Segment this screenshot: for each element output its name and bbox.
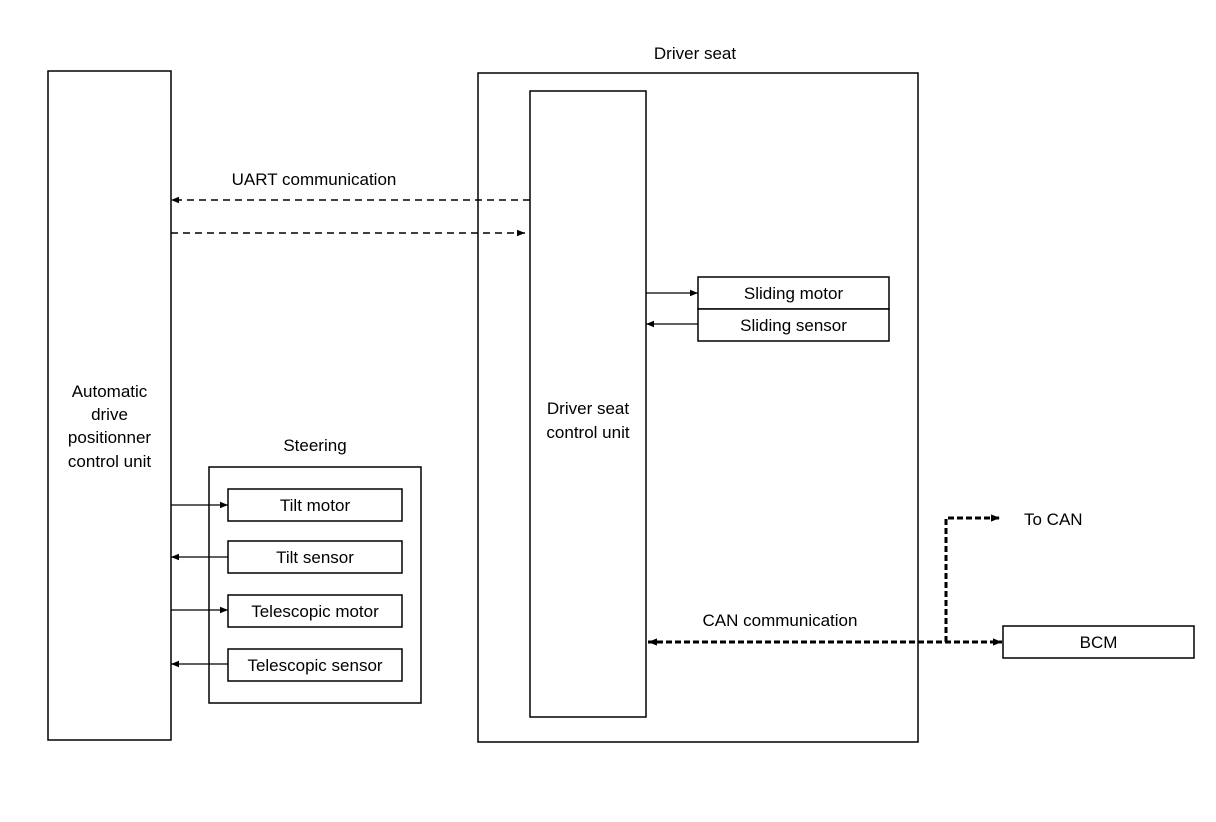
adp-control-unit-block: Automatic drive positionner control unit <box>47 70 172 741</box>
steering-title: Steering <box>283 436 346 455</box>
can-link: CAN communication To CAN <box>648 510 1083 646</box>
driver-seat-control-unit-label-2: control unit <box>546 423 629 442</box>
bcm-box <box>1002 625 1195 659</box>
sliding-motor-label: Sliding motor <box>744 284 844 303</box>
adp-control-unit-box <box>47 70 172 741</box>
adp-control-unit-label-4: control unit <box>68 452 151 471</box>
steering-connections <box>171 501 228 668</box>
to-can-label: To CAN <box>1024 510 1083 529</box>
driver-seat-control-unit-box <box>529 90 647 718</box>
steering-group: Steering Tilt motor Tilt sensor Telescop… <box>208 436 422 704</box>
bcm-label: BCM <box>1080 633 1118 652</box>
driver-seat-title: Driver seat <box>654 44 736 63</box>
can-communication-label: CAN communication <box>703 611 858 630</box>
sliding-motor-box <box>697 276 890 310</box>
tilt-motor-label: Tilt motor <box>280 496 351 515</box>
bcm-block: BCM <box>1002 625 1195 659</box>
tilt-sensor-label: Tilt sensor <box>276 548 354 567</box>
uart-communication-label: UART communication <box>232 170 397 189</box>
driver-seat-control-unit-label-1: Driver seat <box>547 399 629 418</box>
adp-control-unit-label-2: drive <box>91 405 128 424</box>
sliding-sensor-box <box>697 308 890 342</box>
adp-control-unit-label-3: positionner <box>68 428 152 447</box>
tilt-motor-box <box>227 488 403 522</box>
adp-control-unit-label-1: Automatic <box>72 382 148 401</box>
telescopic-motor-box <box>227 594 403 628</box>
telescopic-sensor-label: Telescopic sensor <box>247 656 382 675</box>
tilt-sensor-box <box>227 540 403 574</box>
to-can-branch <box>944 514 1000 642</box>
driver-seat-group: Driver seat Driver seat control unit Sli… <box>477 44 919 743</box>
uart-link: UART communication <box>171 170 530 237</box>
telescopic-sensor-box <box>227 648 403 682</box>
telescopic-motor-label: Telescopic motor <box>251 602 379 621</box>
sliding-sensor-label: Sliding sensor <box>740 316 847 335</box>
